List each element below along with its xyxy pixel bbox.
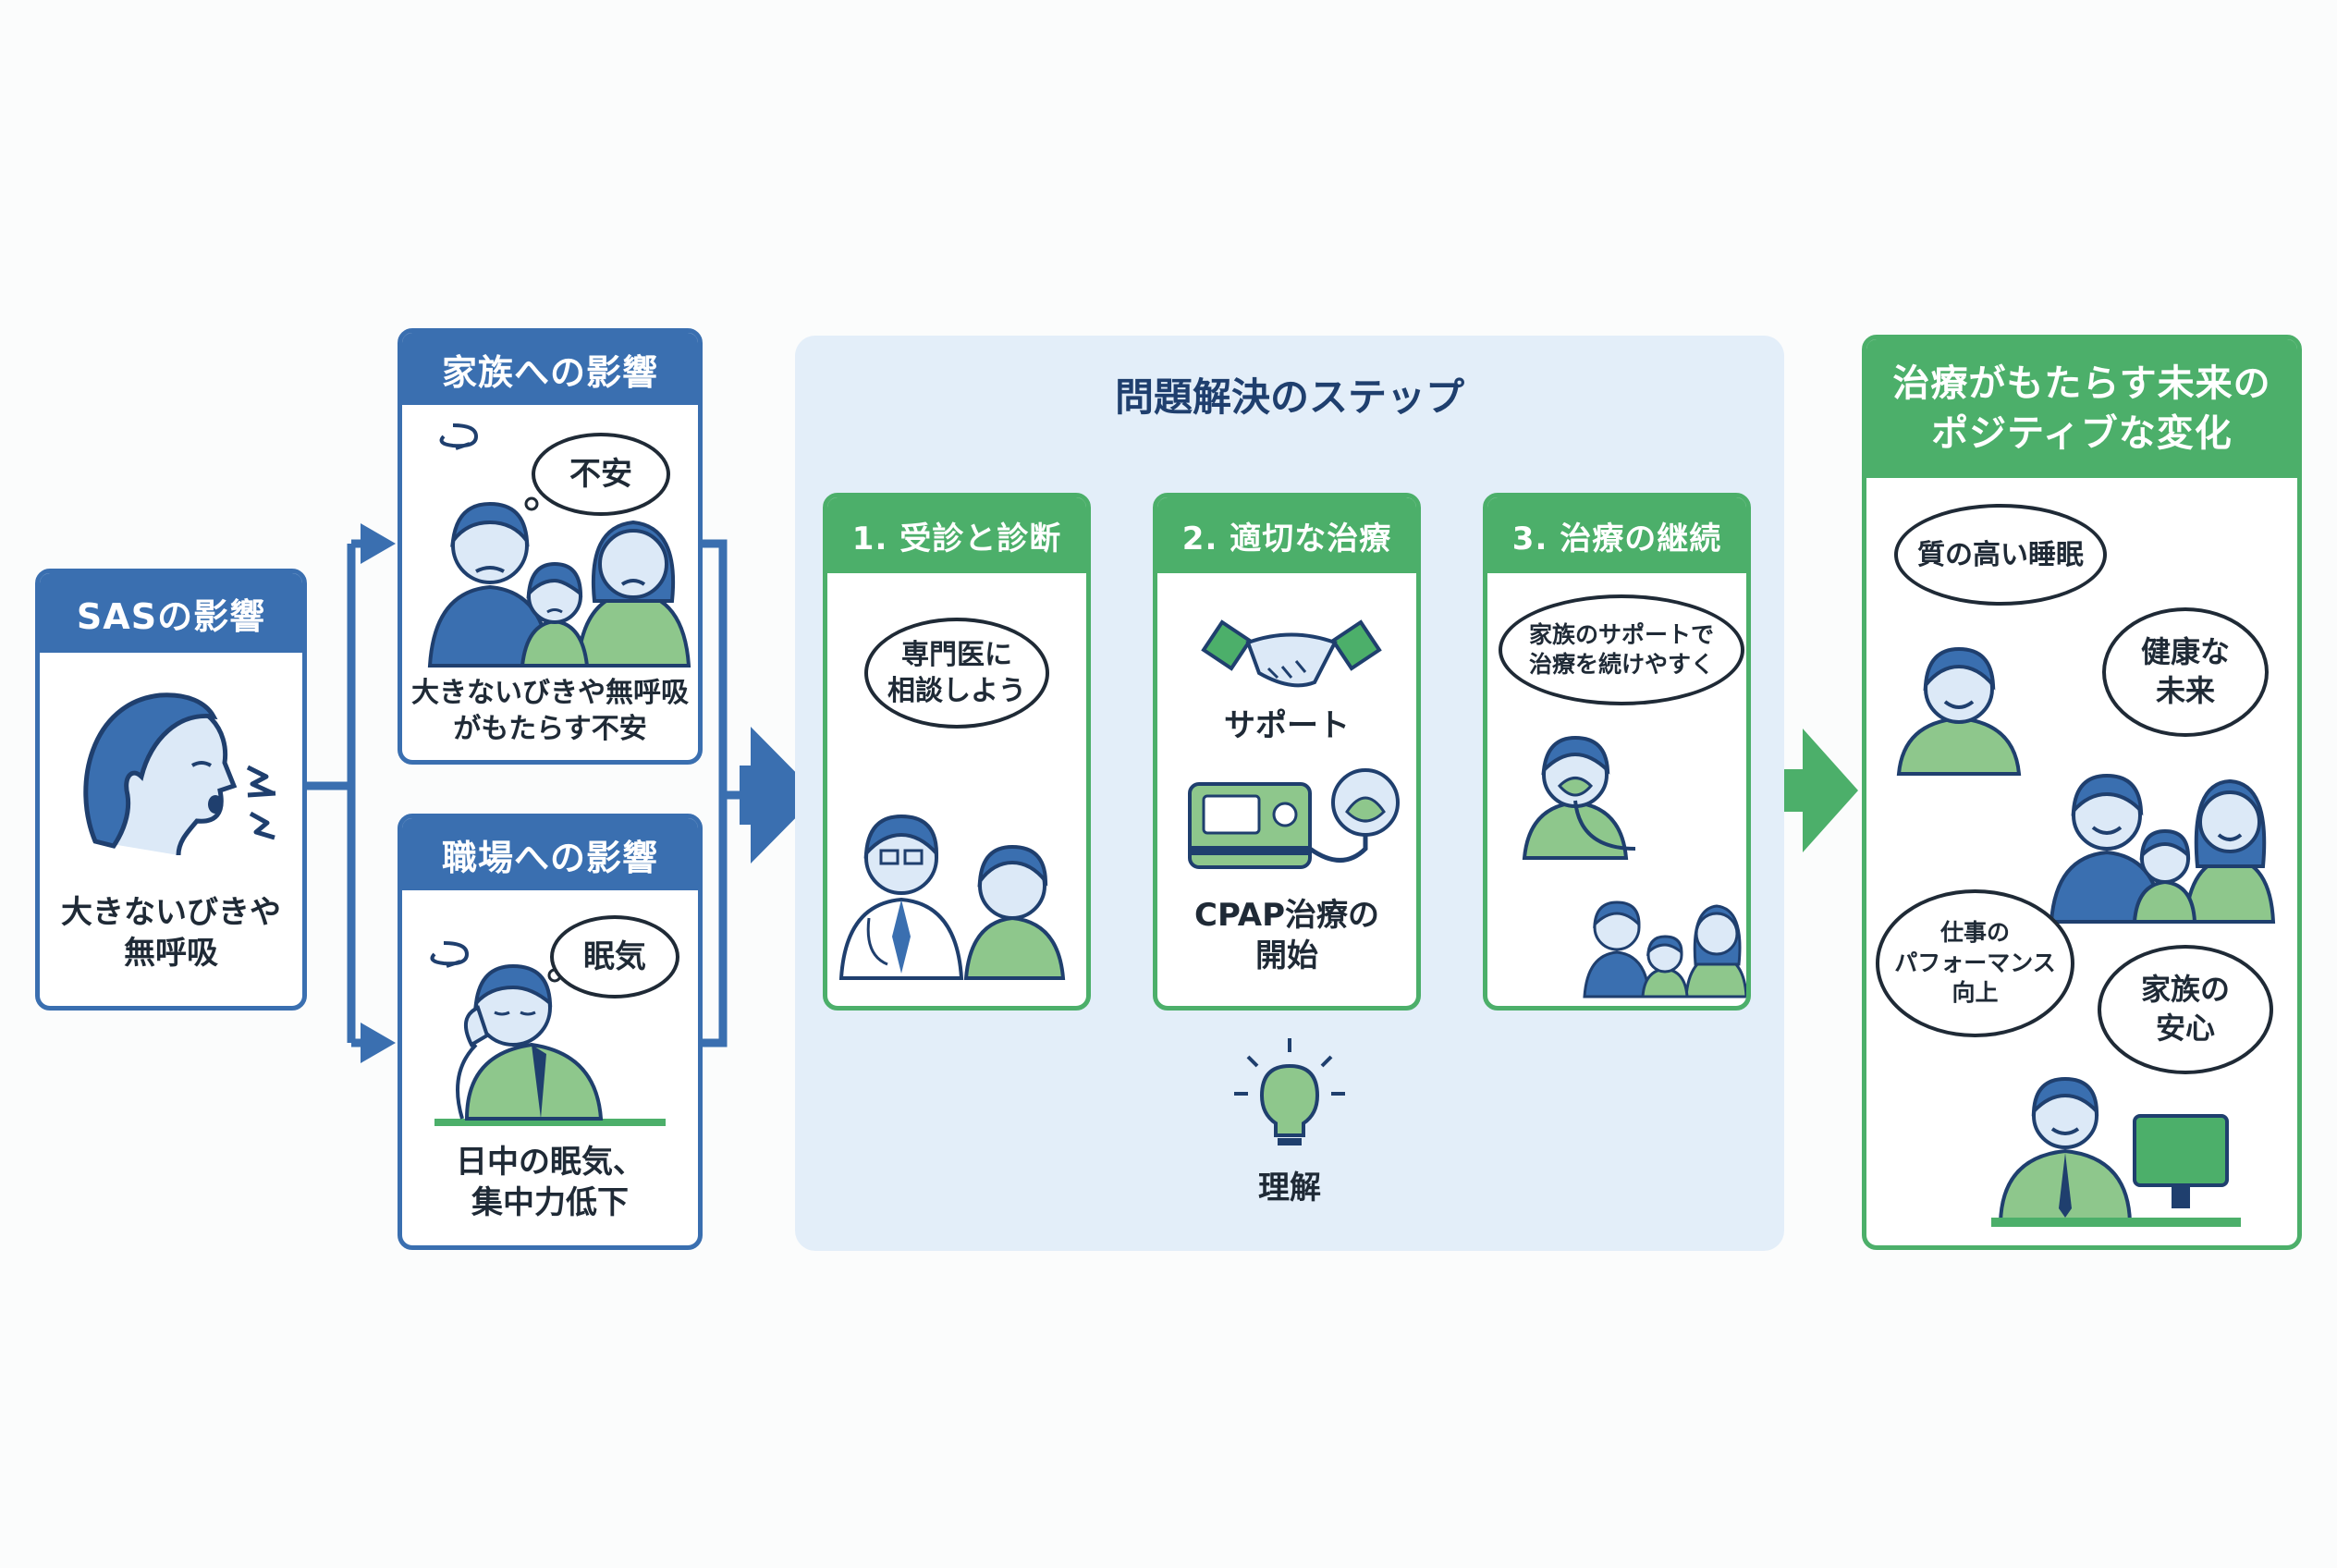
sas-impact-box: SASの影響 大きないびきや 無呼吸 <box>35 569 307 1011</box>
healthy-future-bubble: 健康な 未来 <box>2102 607 2269 737</box>
quality-sleep-bubble: 質の高い睡眠 <box>1894 504 2107 606</box>
step2-box: 2. 適切な治療 サポート CPAP治療の 開始 <box>1153 493 1421 1011</box>
step1-box: 1. 受診と診断 専門医に 相談しよう <box>823 493 1091 1011</box>
family-impact-caption: 大きないびきや無呼吸 がもたらす不安 <box>411 677 689 745</box>
work-performance-bubble: 仕事の パフォーマンス 向上 <box>1876 889 2074 1037</box>
lightbulb-icon <box>1234 1038 1345 1145</box>
sas-impact-title: SASの影響 <box>40 573 302 653</box>
step1-bubble: 専門医に 相談しよう <box>864 618 1049 729</box>
worried-family-icon <box>427 423 691 668</box>
work-impact-caption: 日中の眠気、 集中力低下 <box>456 1144 644 1222</box>
arrow-to-work <box>361 1023 396 1063</box>
sleepy-worker-icon <box>430 941 666 1126</box>
step3-box: 3. 治療の継続 家族のサポートで 治療を続けやすく <box>1483 493 1751 1011</box>
arrow-to-future <box>1752 729 1858 852</box>
family-impact-box: 家族への影響 不安 大きないびきや無呼吸 がもたらす不安 <box>398 328 703 765</box>
future-changes-box: 治療がもたらす未来の ポジティブな変化 質の高い睡眠 健康な 未来 仕事の パフ… <box>1862 335 2302 1250</box>
family-icon <box>1583 900 1746 998</box>
cpap-start-label: CPAP治療の 開始 <box>1194 897 1379 975</box>
problem-solving-title: 問題解決のステップ <box>1114 374 1464 420</box>
family-relief-bubble: 家族の 安心 <box>2098 945 2273 1074</box>
support-label: サポート <box>1224 707 1350 744</box>
family-anxiety-bubble: 不安 <box>532 433 670 516</box>
drowsiness-bubble: 眠気 <box>550 915 679 998</box>
cpap-mask-person-icon <box>1522 735 1636 860</box>
step1-title: 1. 受診と診断 <box>827 497 1086 573</box>
problem-solving-panel: 問題解決のステップ 1. 受診と診断 専門医に 相談しよう 2. 適切な治療 サ… <box>795 336 1784 1251</box>
split-connector <box>305 544 356 1043</box>
sas-impact-caption: 大きないびきや 無呼吸 <box>61 894 281 973</box>
work-impact-box: 職場への影響 眠気 日中の眠気、 集中力低下 <box>398 814 703 1250</box>
happy-family-icon <box>2049 773 2276 924</box>
doctor-patient-icon <box>838 814 1066 980</box>
step3-title: 3. 治療の継続 <box>1487 497 1746 573</box>
office-worker-icon <box>1991 1076 2241 1227</box>
happy-person-icon <box>1896 646 2022 776</box>
step2-title: 2. 適切な治療 <box>1157 497 1416 573</box>
arrow-to-steps <box>740 727 818 864</box>
work-impact-title: 職場への影響 <box>402 818 698 890</box>
arrow-to-family <box>361 523 396 564</box>
snoring-person-icon <box>83 692 276 856</box>
cpap-machine-icon <box>1188 768 1400 869</box>
family-impact-title: 家族への影響 <box>402 333 698 405</box>
handshake-icon <box>1201 619 1382 688</box>
step3-bubble: 家族のサポートで 治療を続けやすく <box>1499 594 1744 705</box>
understanding-label: 理解 <box>1258 1170 1321 1207</box>
future-changes-title: 治療がもたらす未来の ポジティブな変化 <box>1866 339 2297 478</box>
